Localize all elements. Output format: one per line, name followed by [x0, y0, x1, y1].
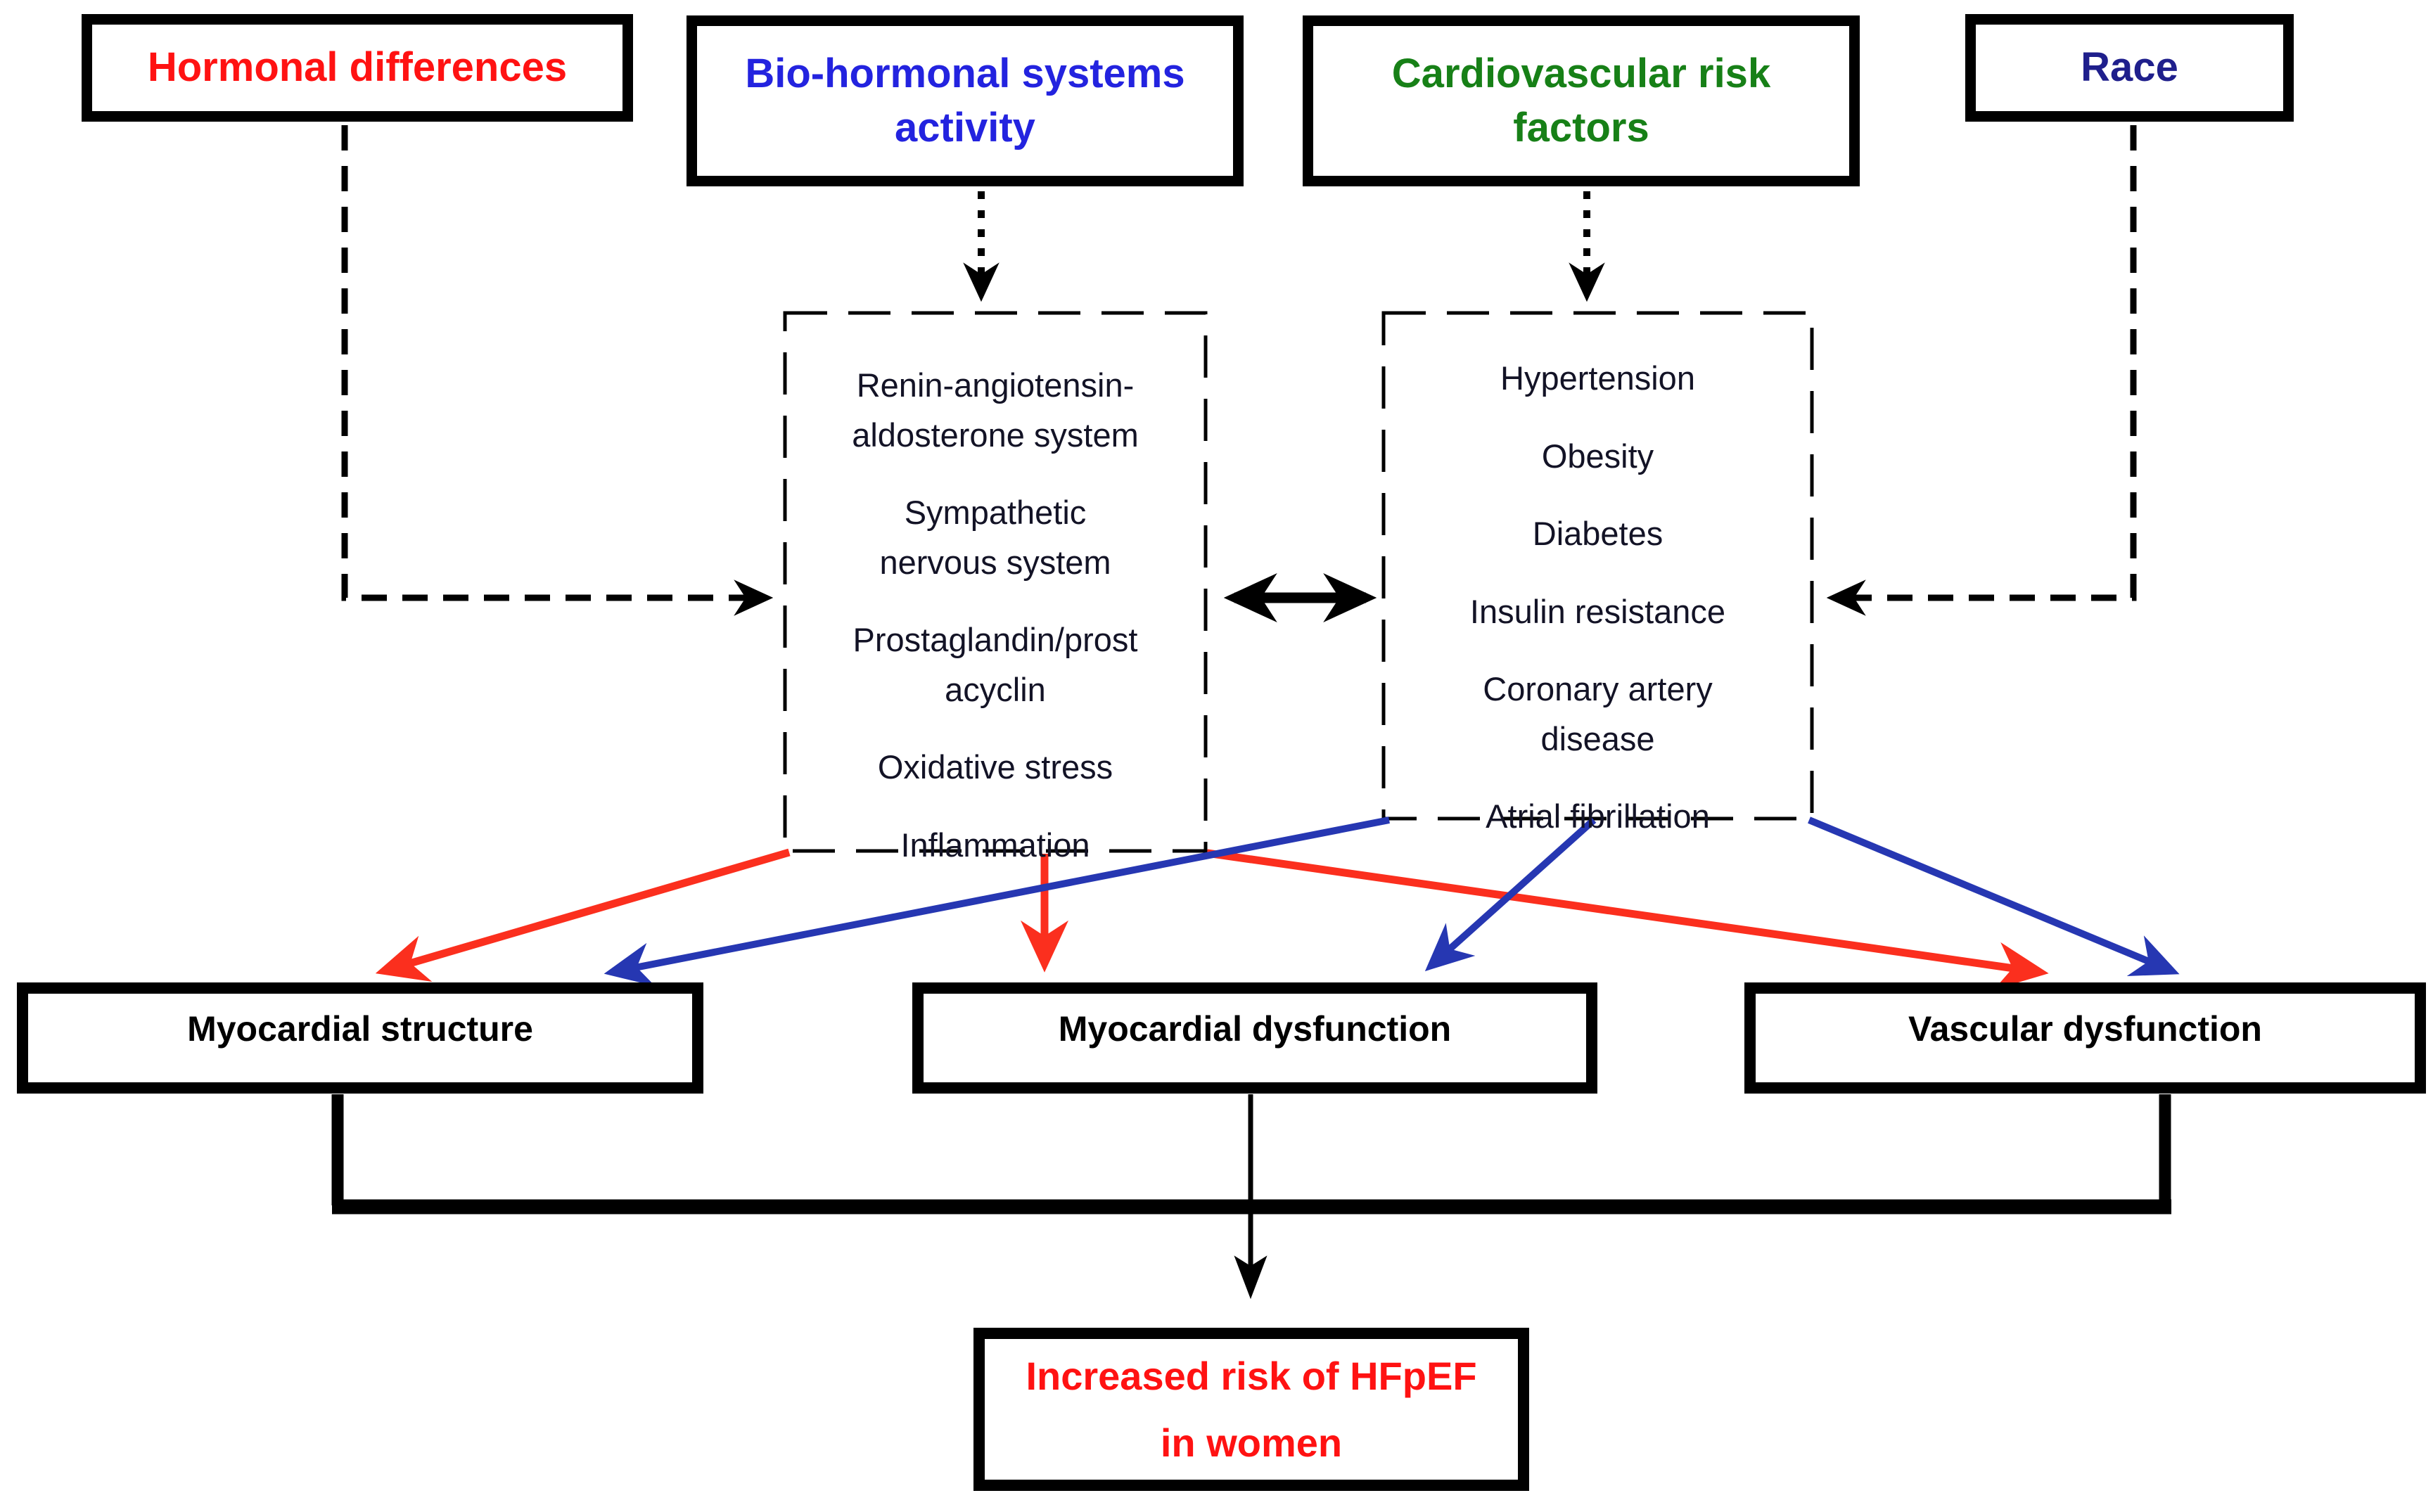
node-myocardial-structure-label: Myocardial structure: [187, 1009, 533, 1049]
node-myocardial-dysfunction: Myocardial dysfunction: [912, 982, 1597, 1094]
bio-systems-item: Inflammation: [900, 826, 1090, 864]
edge-race-to-risk-factors: [1826, 125, 2137, 616]
node-increased-risk-hfpef-label: Increased risk of HFpEF in women: [1026, 1353, 1477, 1465]
node-bio-hormonal-activity-label: Bio-hormonal systems activity: [745, 50, 1185, 150]
bio-systems-item: Renin-angiotensin- aldosterone system: [852, 366, 1139, 454]
node-myocardial-dysfunction-label: Myocardial dysfunction: [1058, 1009, 1452, 1049]
node-hormonal-differences-label: Hormonal differences: [147, 44, 568, 91]
node-risk-factors: Hypertension Obesity Diabetes Insulin re…: [1384, 313, 1812, 835]
risk-factors-box-border: [1381, 311, 1814, 821]
node-cardiovascular-risk-factors: Cardiovascular risk factors: [1303, 15, 1860, 186]
bio-systems-item: Prostaglandin/prost acyclin: [852, 621, 1138, 708]
risk-factors-item: Coronary artery disease: [1483, 670, 1713, 757]
risk-factors-item: Hypertension: [1500, 359, 1695, 397]
edge-red-to-vascular-dysfunction: [1206, 849, 2049, 990]
node-vascular-dysfunction-label: Vascular dysfunction: [1908, 1009, 2262, 1049]
node-cardiovascular-risk-factors-label: Cardiovascular risk factors: [1391, 50, 1771, 150]
risk-factors-item: Obesity: [1541, 437, 1654, 475]
edge-hormonal-to-bio-systems: [341, 125, 774, 616]
node-race-label: Race: [2081, 44, 2178, 91]
node-vascular-dysfunction: Vascular dysfunction: [1744, 982, 2426, 1094]
node-increased-risk-hfpef: Increased risk of HFpEF in women: [973, 1328, 1529, 1491]
node-hormonal-differences: Hormonal differences: [82, 14, 633, 122]
bio-systems-item: Oxidative stress: [877, 748, 1113, 786]
node-bio-hormonal-activity: Bio-hormonal systems activity: [687, 15, 1244, 186]
risk-factors-item: Atrial fibrillation: [1486, 797, 1710, 835]
risk-factors-item: Diabetes: [1532, 515, 1663, 552]
risk-factors-item: Insulin resistance: [1469, 592, 1726, 630]
node-race: Race: [1965, 14, 2294, 122]
edge-blue-to-myocardial-structure: [604, 816, 1390, 987]
edge-blue-to-vascular-dysfunction: [1808, 816, 2180, 976]
bio-systems-item: Sympathetic nervous system: [879, 494, 1111, 581]
edge-blue-to-myocardial-dysfunction: [1424, 817, 1597, 972]
bio-systems-box-border: [783, 311, 1208, 853]
edge-red-to-myocardial-structure: [375, 848, 791, 982]
node-myocardial-structure: Myocardial structure: [17, 982, 703, 1094]
node-bio-hormonal-systems: Renin-angiotensin- aldosterone system Sy…: [785, 313, 1206, 864]
